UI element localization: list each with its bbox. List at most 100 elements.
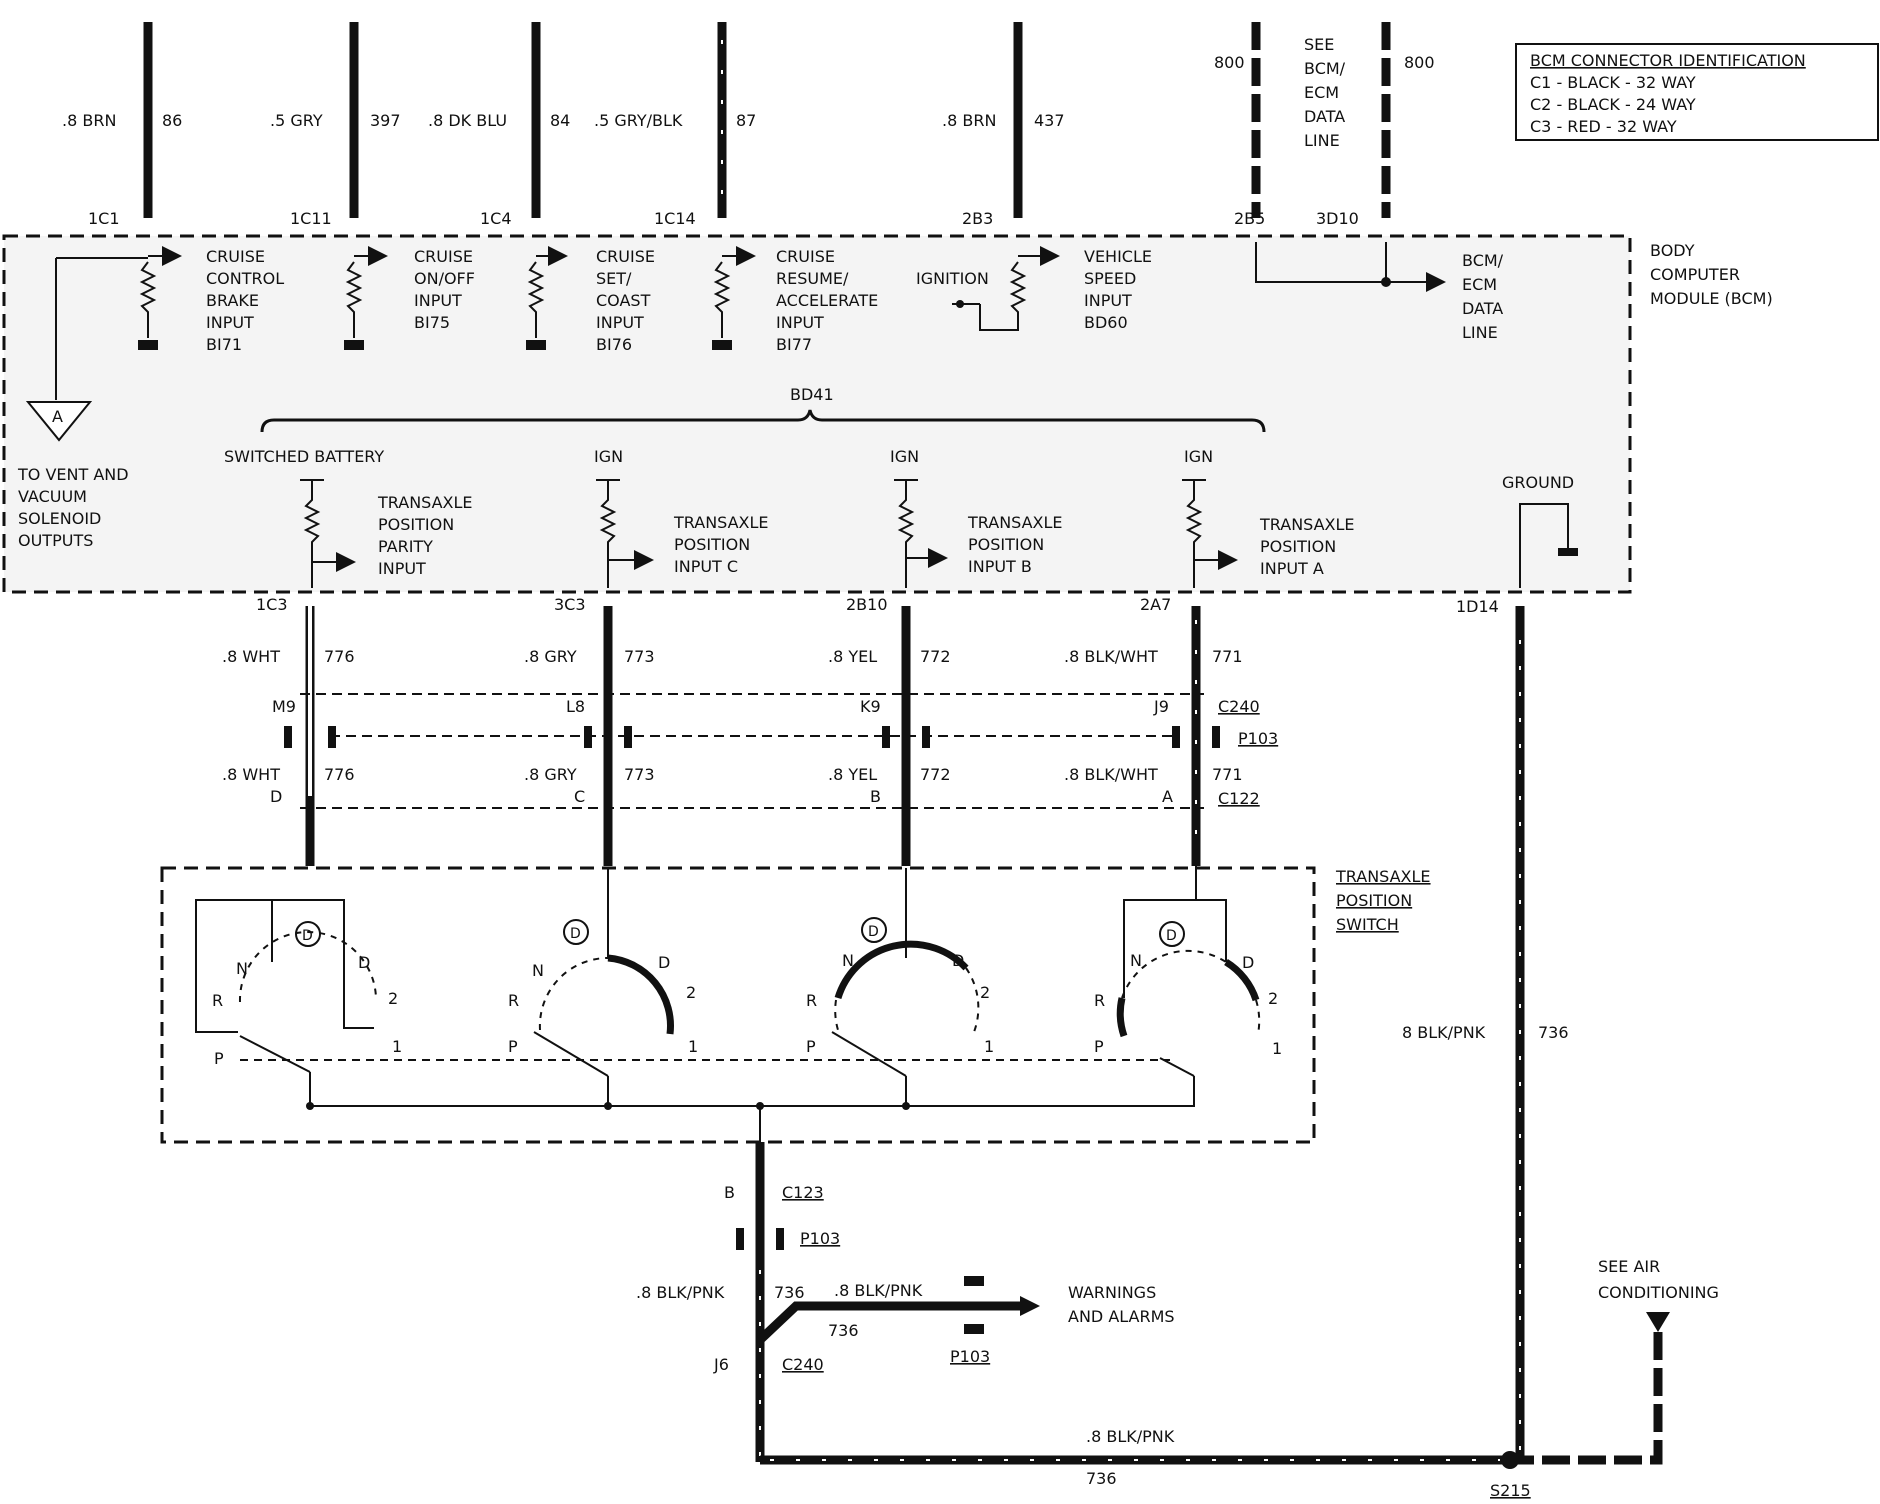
switch-1-1: 1 xyxy=(392,1037,402,1056)
data-line-label-4: LINE xyxy=(1462,323,1498,342)
switch-label-1: TRANSAXLE xyxy=(1335,867,1431,886)
p103-label-bottom: P103 xyxy=(800,1229,840,1248)
mid-wire-4-c122-pin: A xyxy=(1162,787,1173,806)
top-wire-1-color: .8 BRN xyxy=(62,111,116,130)
to-vent-2: VACUUM xyxy=(18,487,87,506)
bd41-brace: BD41 xyxy=(260,385,1266,433)
mid-wire-1-circuit-2: 776 xyxy=(324,765,355,784)
mid-wire-1-color: .8 WHT xyxy=(222,647,280,666)
switch-label-2: POSITION xyxy=(1336,891,1412,910)
to-vent-3: SOLENOID xyxy=(18,509,101,528)
mid-wire-1-c122-pin: D xyxy=(270,787,282,806)
mid-wire-4-c240-pin: J9 xyxy=(1153,697,1169,716)
c240-label-top: C240 xyxy=(1218,697,1260,716)
see-data-line-1: SEE xyxy=(1304,35,1334,54)
lower-input-2-supply: IGN xyxy=(594,447,623,466)
top-wire-7-pin: 3D10 xyxy=(1316,209,1359,228)
bottom-wire-circuit: 736 xyxy=(774,1283,805,1302)
top-wire-1-pin: 1C1 xyxy=(88,209,120,228)
switch-section-3: D P R N D 2 1 xyxy=(806,868,994,1077)
switch-1-r: R xyxy=(212,991,223,1010)
mid-wire-1-c240-pin: M9 xyxy=(272,697,296,716)
top-wire-1-circuit: 86 xyxy=(162,111,182,130)
top-wire-4-input-4: INPUT xyxy=(776,313,824,332)
see-data-line-5: LINE xyxy=(1304,131,1340,150)
switch-2-1: 1 xyxy=(688,1037,698,1056)
top-wire-2-input-3: INPUT xyxy=(414,291,462,310)
top-wire-5-circuit: 437 xyxy=(1034,111,1065,130)
top-wire-4-circuit: 87 xyxy=(736,111,756,130)
switch-section-1: D P R N D 2 1 xyxy=(195,899,402,1073)
lower-input-1-label-1: TRANSAXLE xyxy=(377,493,473,512)
p103-label-branch: P103 xyxy=(950,1347,990,1366)
transaxle-switch-enclosure xyxy=(160,866,1316,1144)
top-wire-6-pin: 2B5 xyxy=(1234,209,1265,228)
switch-4-r: R xyxy=(1094,991,1105,1010)
top-wire-3-color: .8 DK BLU xyxy=(428,111,507,130)
lower-input-3-label-2: POSITION xyxy=(968,535,1044,554)
bottom-run-circuit: 736 xyxy=(1086,1469,1117,1488)
lower-input-3-label-3: INPUT B xyxy=(968,557,1032,576)
bcm-label-line-2: COMPUTER xyxy=(1650,265,1740,284)
lower-input-1: SWITCHED BATTERY TRANSAXLE POSITION PARI… xyxy=(224,447,473,588)
mid-wire-1-color-2: .8 WHT xyxy=(222,765,280,784)
mid-wire-4-circuit: 771 xyxy=(1212,647,1243,666)
switch-1-n: N xyxy=(236,959,248,978)
c123-pin: B xyxy=(724,1183,735,1202)
switch-3-d-circle: D xyxy=(868,924,879,940)
top-wire-4-input-3: ACCELERATE xyxy=(776,291,878,310)
mid-wire-3-color: .8 YEL xyxy=(828,647,877,666)
top-wire-3-circuit: 84 xyxy=(550,111,570,130)
top-wire-3-input-4: INPUT xyxy=(596,313,644,332)
lower-input-1-supply: SWITCHED BATTERY xyxy=(224,447,384,466)
lower-input-1-label-2: POSITION xyxy=(378,515,454,534)
mid-wire-4-color-2: .8 BLK/WHT xyxy=(1064,765,1158,784)
switch-3-p: P xyxy=(806,1037,816,1056)
p103-label-top: P103 xyxy=(1238,729,1278,748)
top-wire-4-pin: 1C14 xyxy=(654,209,696,228)
mid-wire-4-circuit-2: 771 xyxy=(1212,765,1243,784)
ignition-label: IGNITION xyxy=(916,269,989,288)
switch-section-4: D P R N D 2 1 xyxy=(1094,866,1282,1077)
bottom-wire-736: B C123 P103 .8 BLK/PNK 736 J6 C240 .8 BL… xyxy=(636,1142,1510,1488)
warnings-line-2: AND ALARMS xyxy=(1068,1307,1175,1326)
mid-wire-3-pin: 2B10 xyxy=(846,595,888,614)
top-wire-1-input-2: CONTROL xyxy=(206,269,284,288)
top-wire-6-circuit: 800 xyxy=(1214,53,1245,72)
top-wire-4-input-5: BI77 xyxy=(776,335,812,354)
see-data-line-4: DATA xyxy=(1304,107,1345,126)
switch-4-d: D xyxy=(1242,953,1254,972)
top-wire-3-input-5: BI76 xyxy=(596,335,632,354)
top-wire-1: .8 BRN 86 1C1 CRUISE CONTROL BRAKE INPUT… xyxy=(62,22,284,354)
switch-3-1: 1 xyxy=(984,1037,994,1056)
top-wire-2-input-2: ON/OFF xyxy=(414,269,475,288)
top-wire-2-color: .5 GRY xyxy=(270,111,323,130)
bcm-data-line-internal: BCM/ ECM DATA LINE xyxy=(1255,242,1504,342)
lower-input-4-label-3: INPUT A xyxy=(1260,559,1324,578)
switch-3-r: R xyxy=(806,991,817,1010)
ground-wire-color: 8 BLK/PNK xyxy=(1402,1023,1486,1042)
switch-1-d-circle: D xyxy=(302,928,313,944)
lower-input-4-label-2: POSITION xyxy=(1260,537,1336,556)
bottom-run-color: .8 BLK/PNK xyxy=(1086,1427,1175,1446)
top-wire-3-input-3: COAST xyxy=(596,291,651,310)
c240-label-bottom: C240 xyxy=(782,1355,824,1374)
mid-wire-2-c122-pin: C xyxy=(574,787,585,806)
switch-2-r: R xyxy=(508,991,519,1010)
bcm-connector-identification: BCM CONNECTOR IDENTIFICATION C1 - BLACK … xyxy=(1515,43,1879,141)
mid-wire-1-circuit: 776 xyxy=(324,647,355,666)
ground-wire-circuit: 736 xyxy=(1538,1023,1569,1042)
mid-wire-4: 2A7 .8 BLK/WHT 771 J9 .8 BLK/WHT 771 A xyxy=(1064,595,1243,866)
mid-wire-2-circuit: 773 xyxy=(624,647,655,666)
switch-2-d: D xyxy=(658,953,670,972)
bcm-label-line-1: BODY xyxy=(1650,241,1695,260)
see-ac-line-2: CONDITIONING xyxy=(1598,1283,1719,1302)
triangle-a-label: A xyxy=(52,407,63,426)
mid-wire-2: 3C3 .8 GRY 773 L8 .8 GRY 773 C xyxy=(524,595,655,866)
lower-input-3-supply: IGN xyxy=(890,447,919,466)
top-wire-5-color: .8 BRN xyxy=(942,111,996,130)
mid-wire-3-c122-pin: B xyxy=(870,787,881,806)
connector-lines: C240 P103 C122 xyxy=(284,693,1278,809)
top-wire-5: .8 BRN 437 2B3 IGNITION VEHICLE SPEED IN… xyxy=(916,22,1152,332)
